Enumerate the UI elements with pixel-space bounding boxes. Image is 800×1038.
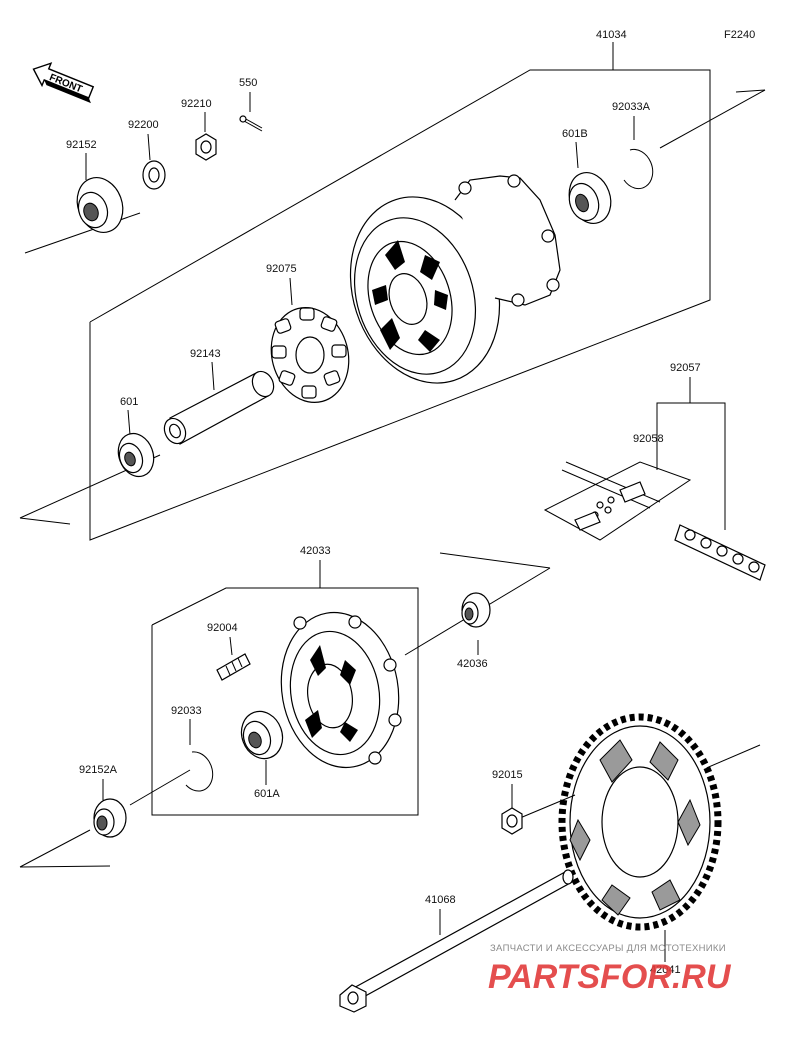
drive-chain-92057 [674, 524, 766, 581]
label-92033: 92033 [171, 705, 202, 717]
rear-sprocket-42041 [558, 713, 722, 931]
label-92143: 92143 [190, 348, 221, 360]
label-92152: 92152 [66, 139, 97, 151]
label-601: 601 [120, 396, 138, 408]
watermark-tagline: ЗАПЧАСТИ И АКСЕССУАРЫ ДЛЯ МОТОТЕХНИКИ [490, 943, 726, 954]
front-arrow-icon: FRONT [32, 62, 95, 104]
label-92058: 92058 [633, 433, 664, 445]
label-42036: 42036 [457, 658, 488, 670]
label-92210: 92210 [181, 98, 212, 110]
bearing-601 [117, 432, 155, 478]
label-41068: 41068 [425, 894, 456, 906]
label-92015: 92015 [492, 769, 523, 781]
label-41034: 41034 [596, 29, 627, 41]
bearing-601A [240, 710, 284, 760]
chain-joint-92058 [543, 461, 692, 541]
hub-damper-92075 [270, 307, 350, 403]
label-92057: 92057 [670, 362, 701, 374]
figure-code: F2240 [724, 29, 755, 41]
collar-42036 [461, 592, 491, 628]
sprocket-carrier-42033 [280, 611, 402, 769]
collar-92143 [163, 370, 275, 445]
washer-92200 [142, 160, 166, 190]
cotter-pin-550 [239, 115, 263, 132]
circlip-92033A [623, 148, 654, 190]
watermark-brand-logo: PARTSFOR.RU [488, 958, 732, 996]
label-92200: 92200 [128, 119, 159, 131]
collar-92152A [93, 798, 127, 838]
label-42033: 42033 [300, 545, 331, 557]
label-92004: 92004 [207, 622, 238, 634]
label-601B: 601B [562, 128, 588, 140]
axle-41068 [339, 869, 574, 1013]
label-42041: 42041 [650, 964, 681, 976]
stud-92004 [216, 653, 251, 681]
label-550: 550 [239, 77, 257, 89]
label-92075: 92075 [266, 263, 297, 275]
label-92033A: 92033A [612, 101, 651, 113]
label-601A: 601A [254, 788, 280, 800]
circlip-92033 [185, 751, 214, 792]
collar-92152 [76, 177, 124, 233]
label-92152A: 92152A [79, 764, 118, 776]
nut-92210 [195, 133, 217, 161]
rear-wheel-hub [349, 174, 561, 384]
bearing-601B [568, 172, 612, 224]
nut-92015 [501, 807, 523, 835]
